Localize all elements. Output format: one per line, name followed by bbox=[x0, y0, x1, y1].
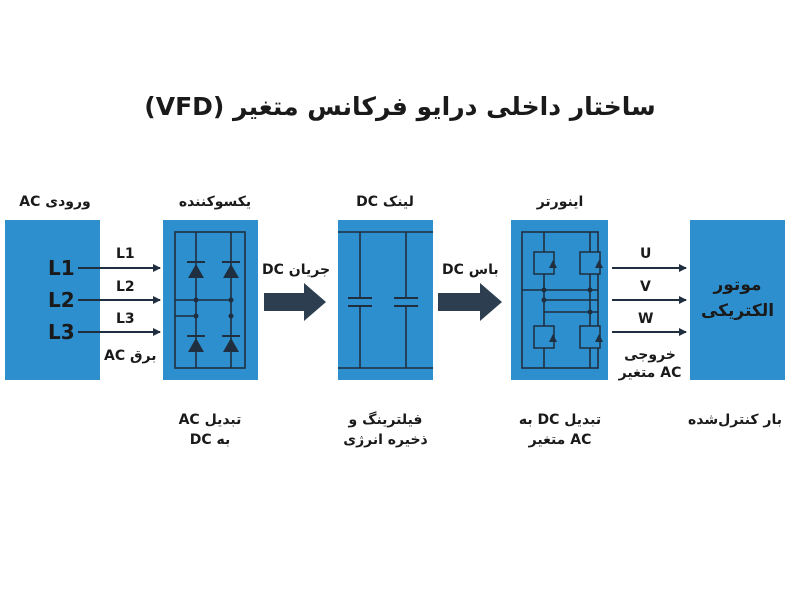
output-v-label: V bbox=[640, 279, 651, 295]
output-w-label: W bbox=[638, 311, 654, 327]
phase-l2: L2 bbox=[48, 288, 75, 312]
igbt-diode-icon bbox=[541, 260, 603, 342]
wire-label-l1: L1 bbox=[116, 246, 135, 262]
rectifier-caption: تبدیل AC به DC bbox=[178, 412, 242, 448]
dc-link-block bbox=[338, 220, 433, 380]
dc-link-caption: فیلترینگ و ذخیره انرژی bbox=[343, 412, 428, 448]
ac-power-label: برق AC bbox=[104, 348, 157, 364]
inverter-caption: تبدیل DC به AC متغیر bbox=[518, 412, 602, 448]
dc-link-header: لینک DC bbox=[356, 194, 414, 210]
dc-current-label: جریان DC bbox=[262, 262, 331, 278]
inverter-header: اینورتر bbox=[536, 194, 584, 210]
arrow-right-icon bbox=[438, 283, 502, 321]
phase-l3: L3 bbox=[48, 320, 75, 344]
rectifier-header: یکسوکننده bbox=[178, 194, 252, 210]
wire-label-l3: L3 bbox=[116, 311, 135, 327]
dc-bus-label: باس DC bbox=[442, 262, 499, 278]
dc-link-schematic bbox=[338, 231, 433, 369]
phase-l1: L1 bbox=[48, 256, 75, 280]
capacitor-icon bbox=[348, 297, 418, 307]
arrow-right-icon bbox=[264, 283, 326, 321]
output-u-label: U bbox=[640, 246, 652, 262]
ac-input-header: ورودی AC bbox=[19, 194, 91, 210]
diagram-title: ساختار داخلی درایو فرکانس متغیر (VFD) bbox=[144, 92, 656, 121]
input-wires bbox=[78, 264, 161, 336]
wire-label-l2: L2 bbox=[116, 279, 135, 295]
motor-block bbox=[690, 220, 785, 380]
output-ac-label: خروجی AC متغیر bbox=[618, 347, 682, 381]
output-wires bbox=[612, 264, 687, 336]
motor-label: موتور الکتریکی bbox=[700, 275, 775, 321]
motor-caption: بار کنترل‌شده bbox=[688, 412, 782, 428]
diode-icon bbox=[187, 261, 240, 352]
